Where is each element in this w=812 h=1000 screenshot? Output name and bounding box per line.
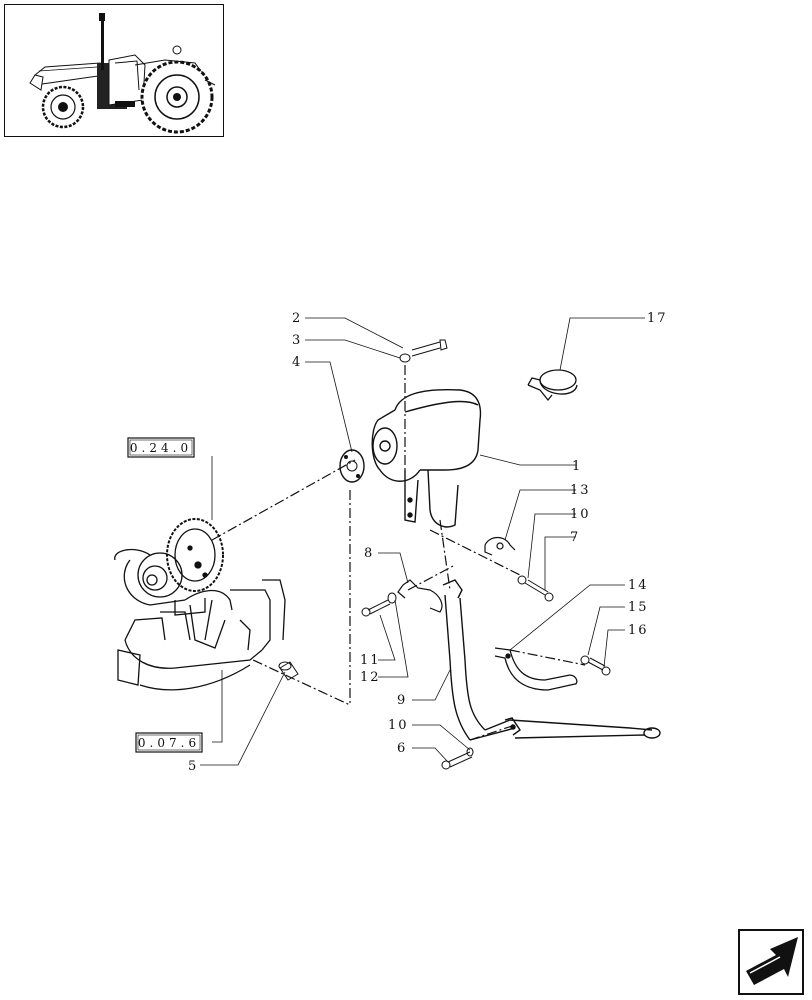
exhaust-pipe-9	[442, 579, 661, 741]
clamp-13	[484, 536, 516, 556]
callout-8: 8	[364, 546, 374, 561]
washer-12	[387, 592, 397, 604]
bracket-8	[397, 579, 443, 613]
callout-6: 6	[397, 741, 407, 756]
bolt-7	[524, 579, 554, 602]
bracket-14	[494, 647, 578, 691]
callout-3: 3	[292, 333, 302, 348]
callout-5: 5	[188, 759, 198, 774]
callout-17: 17	[647, 311, 668, 326]
callout-15: 15	[628, 600, 649, 615]
tractor-thumbnail-icon	[29, 13, 216, 134]
callout-10-lower: 10	[388, 718, 409, 733]
ref-box-turbo[interactable]: 0.24.0	[127, 437, 195, 458]
ref-label-manifold: 0.07.6	[138, 736, 200, 750]
leader-lines	[200, 317, 645, 766]
callout-9: 9	[397, 693, 407, 708]
callout-1: 1	[572, 459, 582, 474]
callout-13: 13	[570, 483, 591, 498]
callout-4: 4	[292, 355, 302, 370]
bolt-11	[361, 599, 391, 617]
next-page-button[interactable]	[738, 929, 804, 995]
callout-11: 11	[360, 653, 381, 668]
callout-16: 16	[628, 623, 649, 638]
exhaust-manifold	[117, 579, 286, 691]
callout-12: 12	[360, 670, 381, 685]
next-page-arrow-icon	[746, 937, 798, 985]
bolt-2	[411, 339, 448, 357]
callout-10-upper: 10	[570, 507, 591, 522]
spacer-5	[278, 661, 299, 681]
assembly-axis-lines	[211, 365, 586, 741]
gasket-4	[339, 449, 365, 483]
washer-15	[580, 655, 590, 665]
callout-labels: 2 3 4 17 1 13 10 7 8 11 12 9 10 6 5 14 1…	[188, 311, 668, 774]
callout-7: 7	[570, 530, 580, 545]
ref-label-turbo: 0.24.0	[130, 441, 192, 455]
muffler-1	[371, 388, 482, 528]
washer-3	[399, 353, 411, 363]
callout-2: 2	[292, 311, 302, 326]
turbocharger	[114, 518, 224, 616]
bolt-6	[441, 747, 474, 770]
ref-box-manifold[interactable]: 0.07.6	[135, 732, 203, 753]
washer-10	[517, 575, 527, 585]
clamp-17	[527, 369, 578, 402]
callout-14: 14	[628, 578, 649, 593]
bolt-16	[587, 657, 611, 676]
tractor-thumbnail	[4, 4, 224, 137]
